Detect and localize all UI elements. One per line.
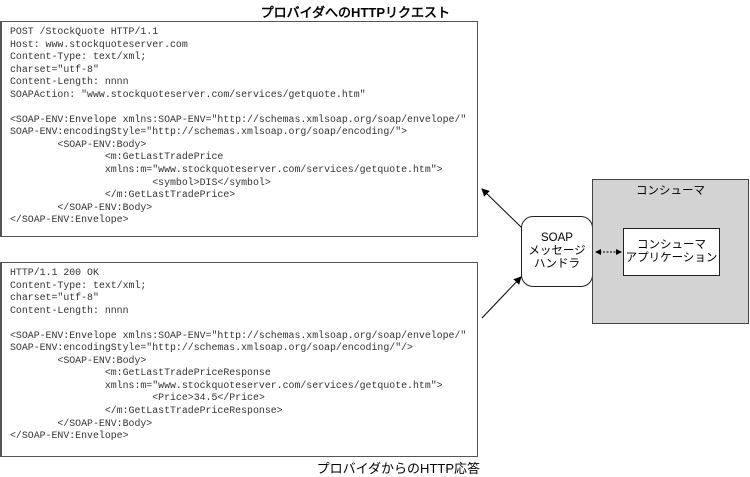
code-line: Content-Length: nnnn — [10, 76, 129, 88]
code-line: charset="utf-8" — [10, 63, 99, 75]
code-line: </SOAP-ENV:Body> — [10, 201, 153, 213]
code-line: <m:GetLastTradePrice — [10, 151, 224, 163]
code-line: HTTP/1.1 200 OK — [10, 267, 99, 278]
handler-label-3: ハンドラ — [534, 258, 580, 270]
response-title: プロバイダからのHTTP応答 — [316, 461, 480, 476]
request-title: プロバイダへのHTTPリクエスト — [260, 5, 450, 20]
code-line: xmlns:m="www.stockquoteserver.com/servic… — [10, 164, 443, 176]
app-label-2: アプリケーション — [625, 252, 718, 264]
handler-label-1: SOAP — [541, 232, 573, 244]
request-arrow — [481, 188, 523, 229]
code-line: charset="utf-8" — [10, 292, 99, 304]
code-line: SOAP-ENV:encodingStyle="http://schemas.x… — [10, 342, 413, 354]
code-line: </m:GetLastTradePriceResponse> — [10, 405, 283, 417]
code-line: xmlns:m="www.stockquoteserver.com/servic… — [10, 379, 443, 391]
response-arrow — [481, 276, 522, 319]
consumer-label: コンシューマ — [636, 185, 705, 197]
code-line: </SOAP-ENV:Envelope> — [10, 214, 129, 226]
code-line: Content-Length: nnnn — [10, 304, 129, 316]
code-line: Content-Type: text/xml; — [10, 51, 147, 63]
code-line: </SOAP-ENV:Body> — [10, 417, 153, 429]
consumer-application-box: コンシューマ アプリケーション — [623, 228, 720, 276]
code-line: <SOAP-ENV:Envelope xmlns:SOAP-ENV="http:… — [10, 329, 467, 341]
code-line: Content-Type: text/xml; — [10, 279, 147, 291]
code-line: <SOAP-ENV:Body> — [10, 138, 147, 150]
consumer-box: コンシューマ コンシューマ アプリケーション — [592, 179, 749, 324]
code-line: <m:GetLastTradePriceResponse — [10, 367, 271, 379]
handler-label-2: メッセージ — [528, 245, 586, 257]
code-line: <Price>34.5</Price> — [10, 392, 265, 404]
code-line: POST /StockQuote HTTP/1.1 — [10, 26, 159, 37]
code-line: </m:GetLastTradePrice> — [10, 189, 236, 201]
code-line: <SOAP-ENV:Body> — [10, 354, 147, 366]
code-line: <SOAP-ENV:Envelope xmlns:SOAP-ENV="http:… — [10, 113, 467, 125]
app-label-1: コンシューマ — [637, 239, 706, 251]
soap-message-handler: SOAP メッセージ ハンドラ — [521, 216, 593, 287]
code-line: Host: www.stockquoteserver.com — [10, 38, 188, 50]
code-line: SOAPAction: "www.stockquoteserver.com/se… — [10, 88, 366, 100]
code-line: <symbol>DIS</symbol> — [10, 176, 271, 188]
code-line: </SOAP-ENV:Envelope> — [10, 430, 129, 442]
code-line: SOAP-ENV:encodingStyle="http://schemas.x… — [10, 126, 408, 138]
